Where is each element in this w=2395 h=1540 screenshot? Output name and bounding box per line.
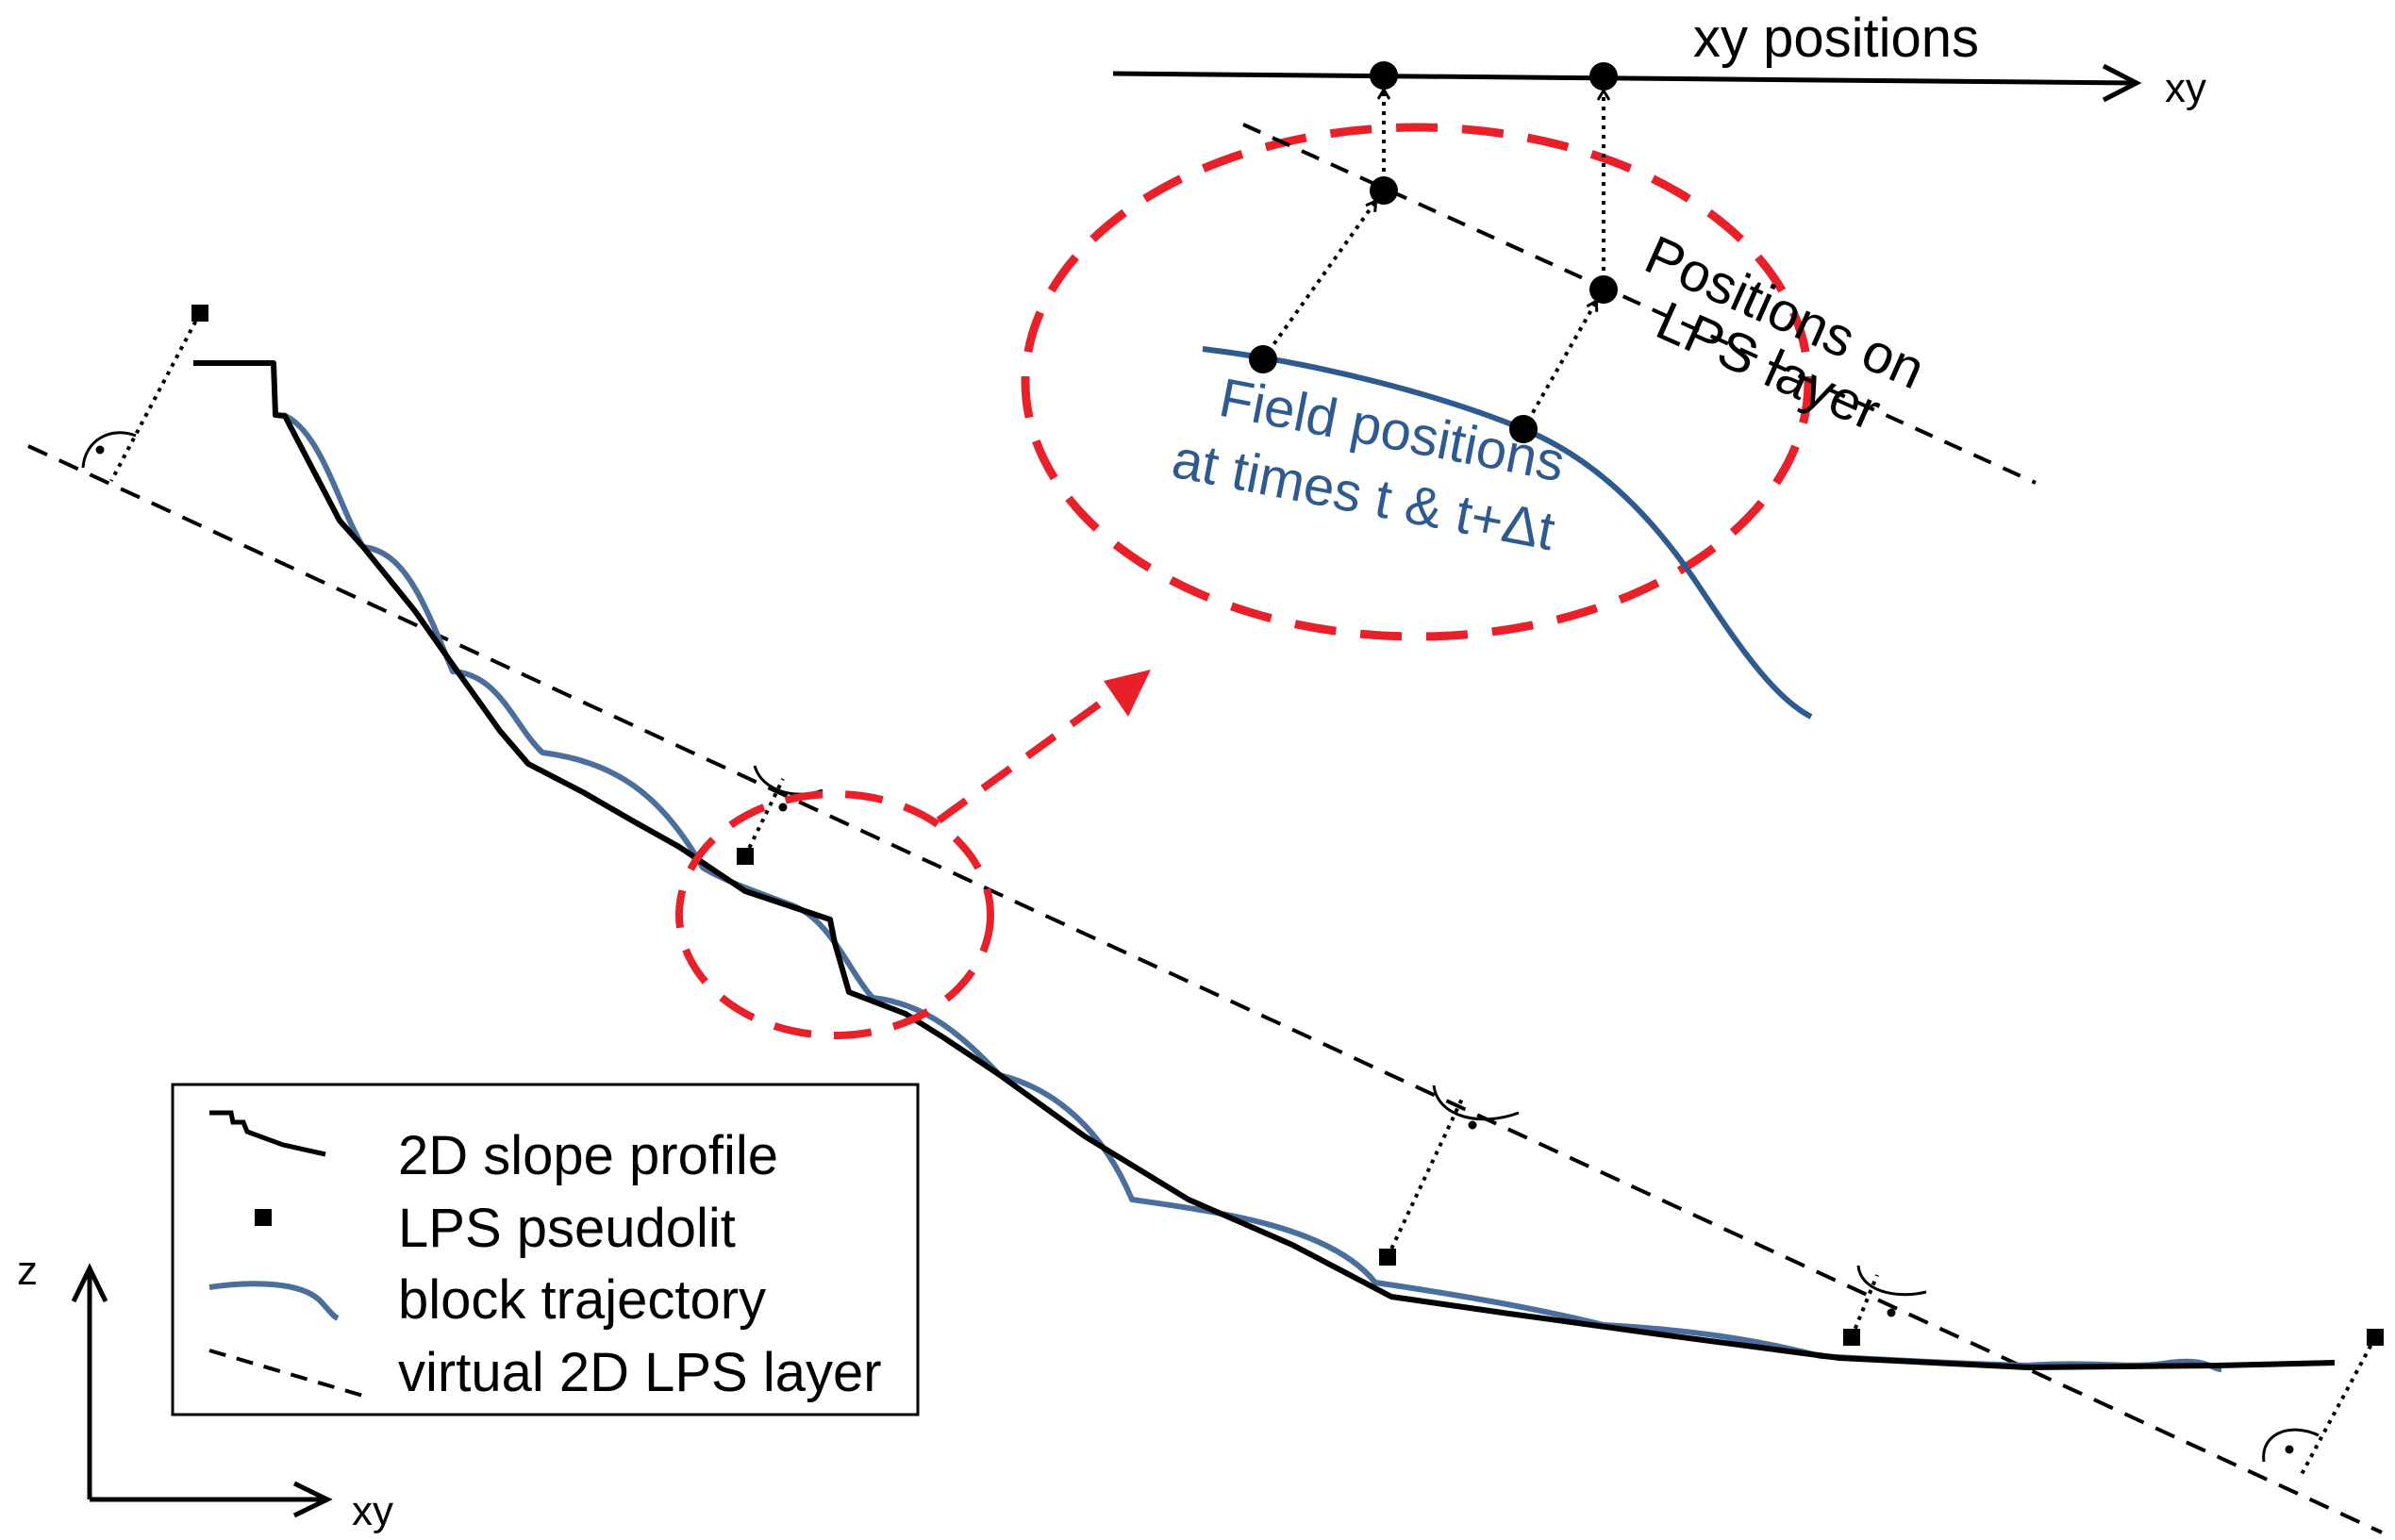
legend-label-pseudolit: LPS pseudolit — [398, 1198, 736, 1259]
legend-label-profile: 2D slope profile — [398, 1125, 778, 1186]
inset-trajectory-curve — [1202, 346, 1813, 720]
black-square-icon — [255, 1209, 272, 1226]
legend-label-trajectory: block trajectory — [398, 1269, 766, 1331]
legend-label-layer: virtual 2D LPS layer — [398, 1342, 882, 1403]
xy-axis-label: xy — [352, 1488, 393, 1534]
zoom-arrow-line — [936, 680, 1130, 824]
inset-projection-arrows — [1261, 91, 1604, 430]
highlight-circle — [675, 790, 994, 1039]
z-axis-label: z — [17, 1248, 38, 1294]
blue-curve-icon — [208, 1281, 340, 1321]
slope-profile-line — [193, 360, 2336, 1370]
virtual-lps-layer-line — [27, 444, 2383, 1534]
top-xy-axis-arrowhead — [2102, 63, 2142, 103]
coordinate-axes — [71, 1263, 333, 1518]
top-xy-axis — [1112, 71, 2135, 86]
pseudolit-projections — [109, 312, 2377, 1479]
inset-ellipse — [1021, 123, 1813, 641]
legend-box — [171, 1083, 920, 1416]
top-axis-end-label: xy — [2165, 65, 2206, 111]
zoom-arrow-head — [1104, 670, 1151, 717]
legend: 2D slope profile LPS pseudolit block tra… — [171, 1083, 920, 1416]
black-line-icon — [209, 1110, 326, 1157]
top-axis-title: xy positions — [1693, 8, 1979, 69]
